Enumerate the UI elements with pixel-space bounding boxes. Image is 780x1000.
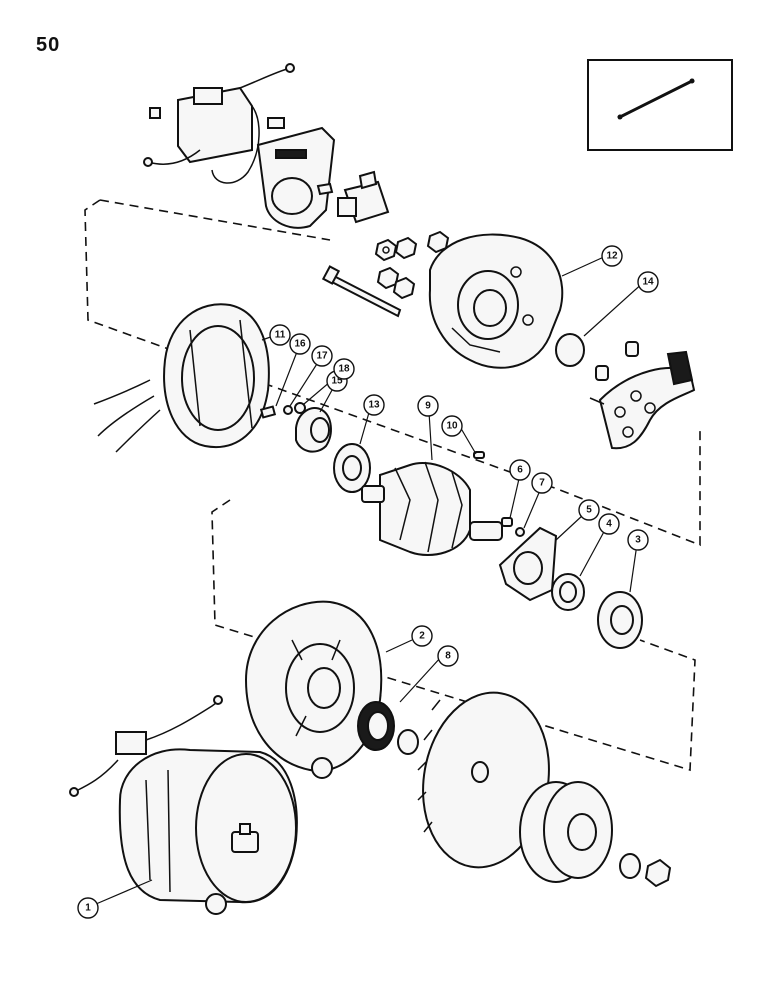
svg-text:9: 9 — [425, 401, 431, 412]
callout-1: 1 — [77, 897, 99, 919]
regulator-gasket — [256, 126, 336, 229]
svg-text:8: 8 — [445, 651, 451, 662]
svg-text:10: 10 — [446, 421, 458, 432]
callout-17: 17 — [311, 345, 333, 367]
callout-8: 8 — [437, 645, 459, 667]
bearing-retainer-plate — [498, 526, 558, 602]
callouts: 1 2 3 4 5 6 7 8 9 10 11 12 13 14 15 16 1… — [77, 245, 659, 919]
callout-2: 2 — [411, 625, 433, 647]
svg-text:6: 6 — [517, 465, 523, 476]
callout-4: 4 — [598, 513, 620, 535]
callout-16: 16 — [289, 333, 311, 355]
callout-9: 9 — [417, 395, 439, 417]
callout-18: 18 — [333, 358, 355, 380]
svg-text:1: 1 — [85, 903, 91, 914]
drive-pulley — [519, 781, 613, 883]
page-number: 50 — [36, 34, 61, 56]
svg-text:2: 2 — [419, 631, 425, 642]
callout-13: 13 — [363, 394, 385, 416]
svg-text:12: 12 — [606, 251, 618, 262]
alternator-assembly — [69, 695, 298, 915]
svg-text:4: 4 — [606, 519, 612, 530]
callout-14: 14 — [637, 271, 659, 293]
lock-washer — [515, 527, 525, 537]
svg-text:14: 14 — [642, 277, 654, 288]
drive-end-bearing — [597, 591, 643, 649]
bearing-retainer-parts — [259, 402, 332, 453]
spacer-collar — [551, 573, 585, 611]
drive-end-housing — [244, 600, 383, 779]
callout-10: 10 — [441, 415, 463, 437]
inner-spacer — [397, 729, 419, 755]
callout-6: 6 — [509, 459, 531, 481]
rectifier-bridge — [589, 341, 696, 450]
callout-3: 3 — [627, 529, 649, 551]
rotor — [361, 461, 503, 556]
pulley-washer — [619, 853, 641, 879]
brush-holder — [316, 170, 390, 224]
callout-5: 5 — [578, 499, 600, 521]
callout-12: 12 — [601, 245, 623, 267]
pulley-nut — [644, 858, 672, 888]
inset-box — [587, 59, 733, 151]
svg-text:7: 7 — [539, 478, 545, 489]
svg-text:11: 11 — [275, 330, 286, 341]
svg-text:17: 17 — [316, 351, 328, 362]
upper-outline-top — [99, 199, 331, 241]
woodruff-key — [473, 451, 485, 459]
o-ring — [555, 333, 585, 367]
slip-ring-bearing — [333, 443, 371, 493]
cooling-fan — [417, 691, 550, 869]
shaft-seal — [357, 701, 395, 751]
svg-text:5: 5 — [586, 505, 592, 516]
stator — [93, 303, 270, 453]
voltage-regulator — [143, 63, 295, 184]
svg-text:3: 3 — [635, 535, 641, 546]
terminal-nuts — [374, 230, 450, 300]
retainer-screw — [501, 517, 513, 527]
through-bolt — [321, 265, 402, 318]
lower-assembly-outline — [211, 499, 696, 772]
callout-11: 11 — [269, 324, 291, 346]
svg-text:13: 13 — [368, 400, 380, 411]
slip-ring-end-housing — [428, 233, 564, 369]
svg-text:18: 18 — [338, 364, 350, 375]
callout-7: 7 — [531, 472, 553, 494]
svg-text:15: 15 — [331, 376, 343, 387]
svg-text:16: 16 — [294, 339, 306, 350]
tie-rod — [617, 78, 695, 120]
